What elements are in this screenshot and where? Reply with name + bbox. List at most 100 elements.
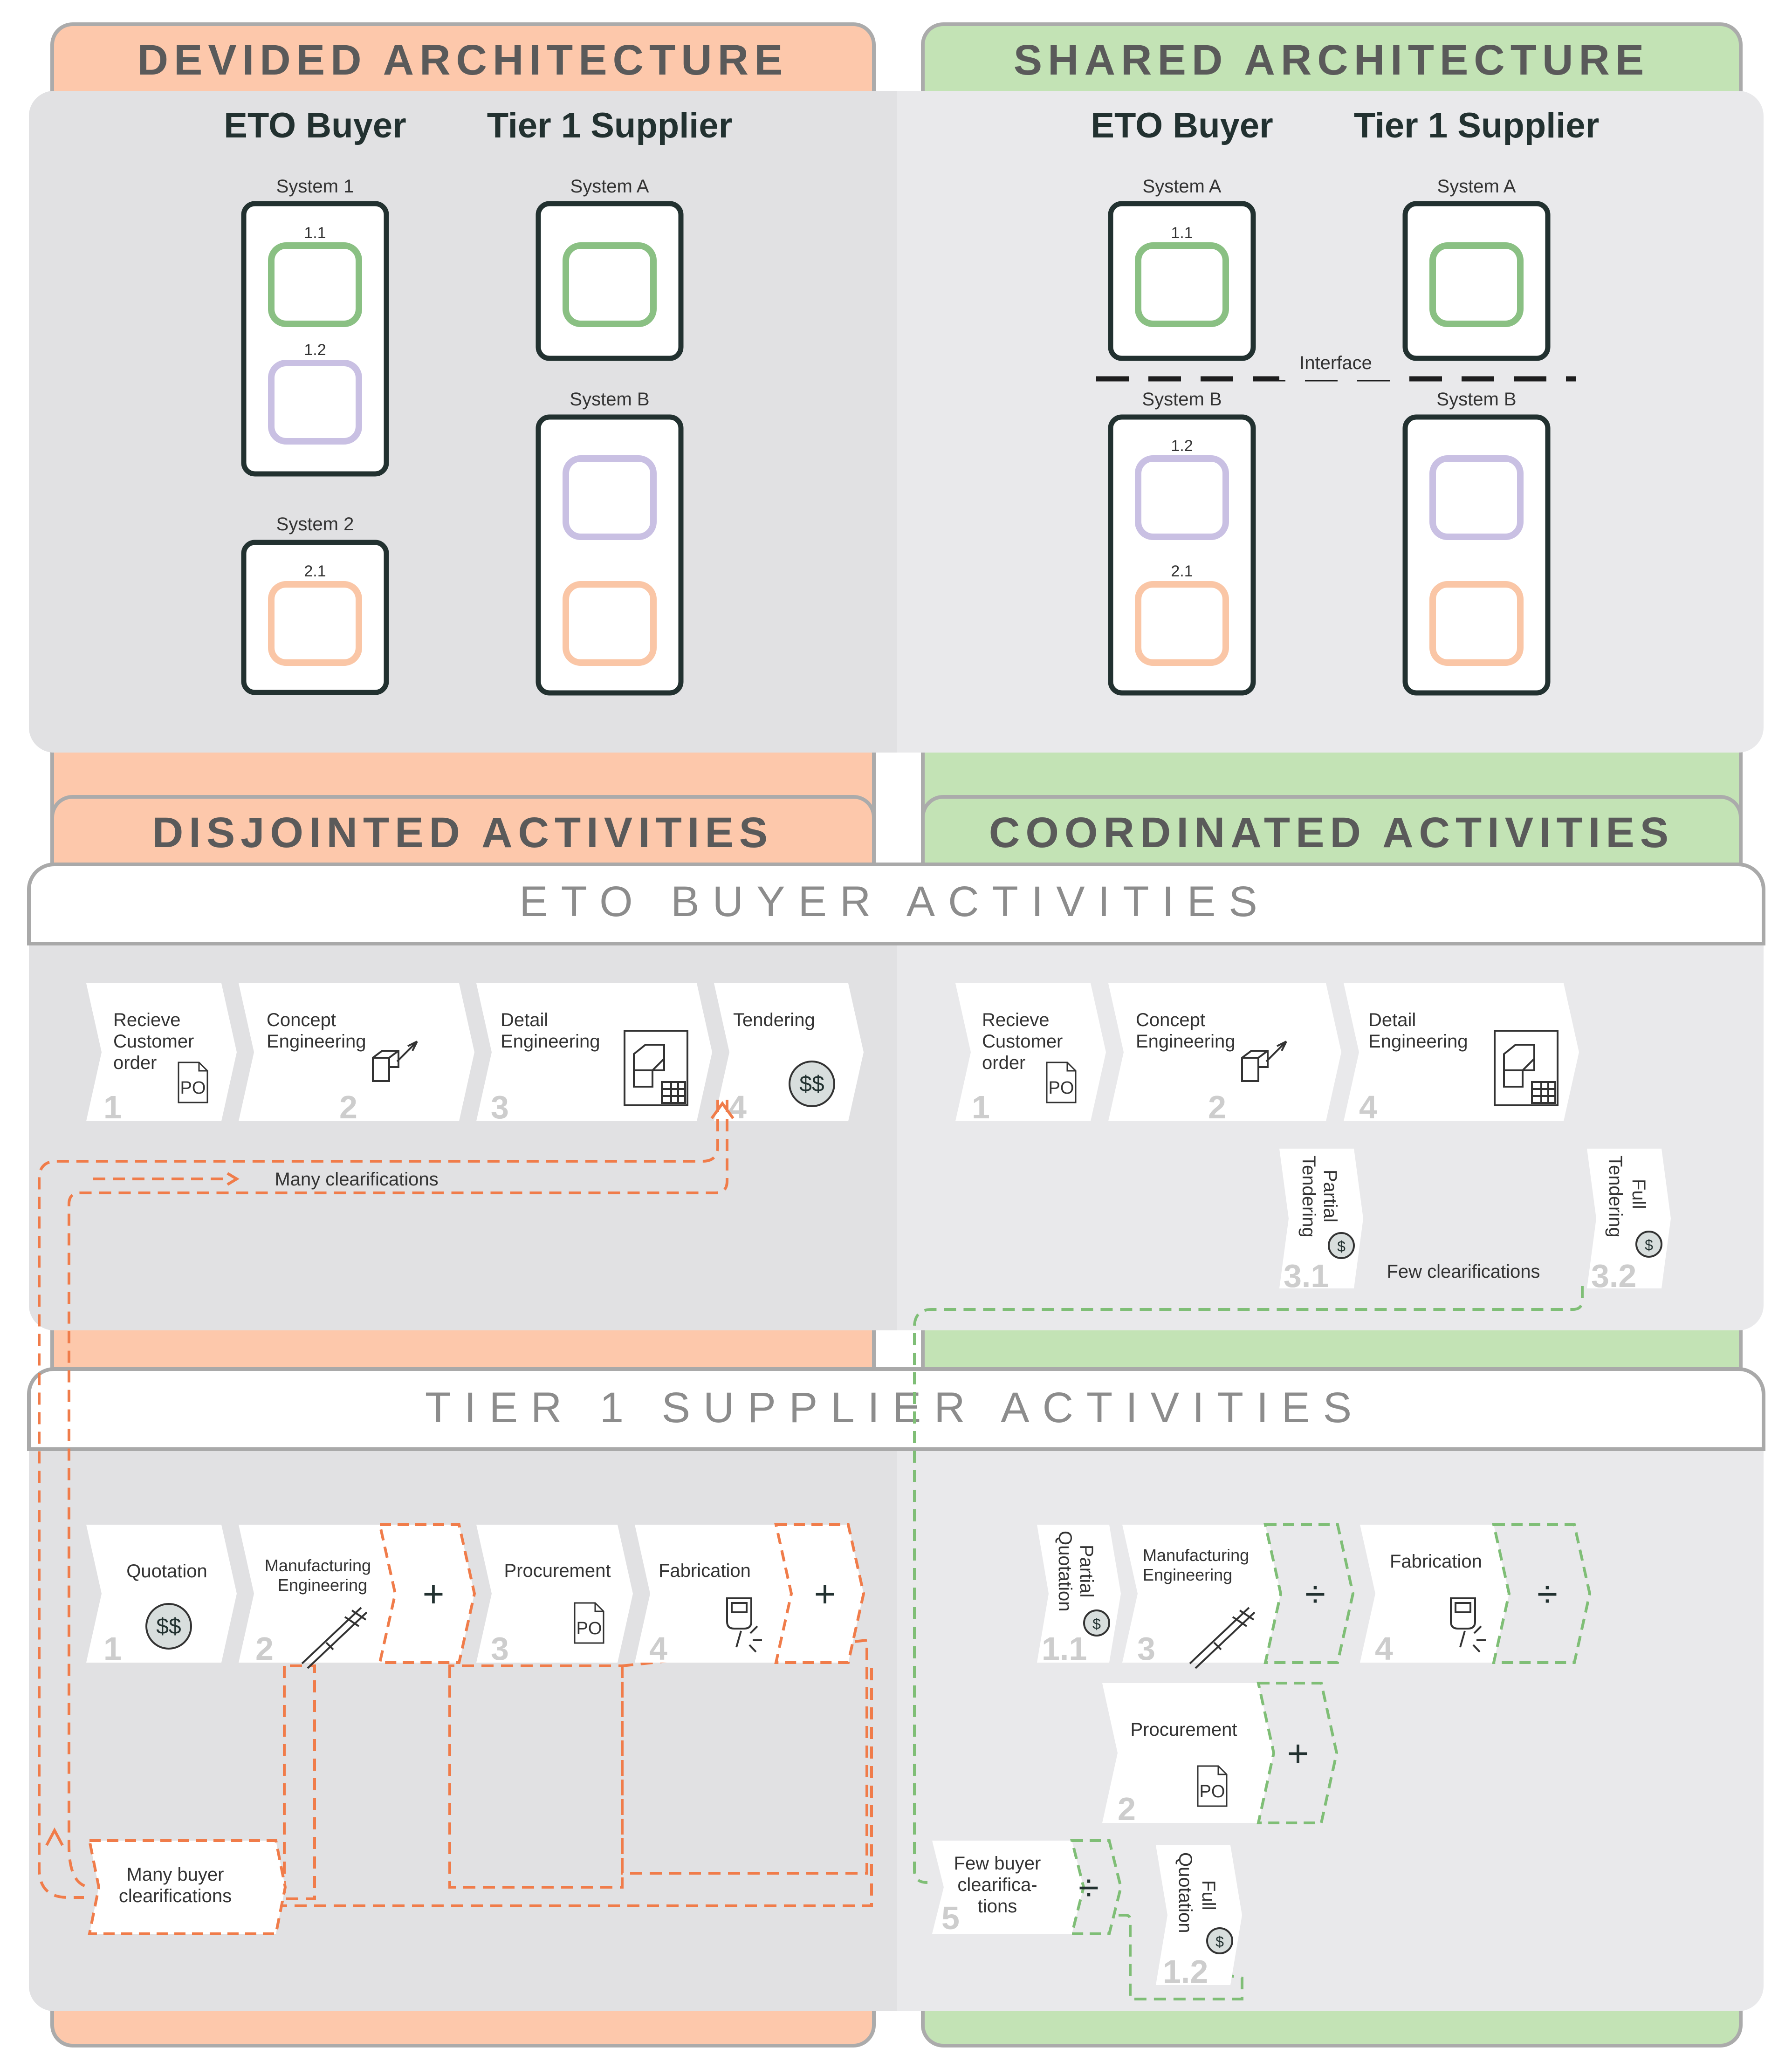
tendering-arrowhead [710,1101,735,1119]
coord-step-shape-detail-engineering [1344,983,1579,1121]
caliper-icon [1189,1607,1256,1669]
caliper-icon [301,1607,368,1669]
devided-system-2-box [241,540,389,695]
devided-module-21 [268,581,362,666]
many-clarifications-label: Many clearifications [275,1169,438,1190]
shared-module-21 [1135,581,1229,666]
step-quotation-label: Quotation [126,1561,207,1582]
dollar-coin-icon [1635,1231,1662,1258]
coordinated-activities-title: COORDINATED ACTIVITIES [989,809,1674,856]
coord-manufacturing-divide-shape [1263,1523,1355,1664]
plus-icon: + [423,1573,445,1615]
step-shape-quotation [86,1525,237,1663]
po-document-icon: PO [1197,1765,1228,1807]
divide-icon: ÷ [1305,1573,1325,1615]
devided-system-b-label: System B [570,389,649,410]
full-quotation-num: 1.2 [1163,1953,1208,1990]
interface-label-bg [1279,347,1394,380]
coord-procurement-plus-shape [1256,1682,1339,1824]
coordinated-clarification-flow [913,1286,1584,2000]
svg-text:$$: $$ [799,1072,824,1096]
cube-design-icon [372,1041,418,1082]
dollar-symbol: $ [1092,1616,1101,1632]
devided-system-b-module-peach [563,581,657,666]
blueprint-icon [624,1030,688,1106]
step-manufacturing-engineering-num: 2 [255,1630,274,1667]
buyer-activities-title: ETO BUYER ACTIVITIES [519,878,1270,925]
plus-icon: + [1287,1732,1309,1774]
supplier-activities-banner [27,1367,1765,1451]
shared-supplier-heading: Tier 1 Supplier [1354,106,1600,145]
partial-tendering-label: TenderingPartial [1298,1156,1340,1238]
devided-module-11-label: 1.1 [304,224,326,242]
dollar-coin-icon [1206,1927,1233,1954]
coord-step-procurement-num: 2 [1118,1791,1136,1827]
step-tendering-num: 4 [728,1089,747,1125]
step-fabrication-label: Fabrication [659,1561,751,1581]
plus-icon: + [814,1573,836,1615]
welding-mask-icon [1450,1597,1486,1653]
coord-step-manufacturing-num: 3 [1137,1630,1155,1667]
step-shape-concept-engineering [239,983,474,1121]
devided-module-11 [268,242,362,327]
step-detail-engineering-num: 3 [491,1089,509,1125]
partial-quotation-num: 1.1 [1042,1630,1087,1667]
devided-buyer-heading: ETO Buyer [224,106,406,145]
devided-system-b-module-purple [563,455,657,540]
many-clarifications-bg [261,1163,457,1191]
cube-design-icon [1241,1041,1287,1082]
shared-buyer-system-b-box [1108,414,1256,696]
shared-architecture-title: SHARED ARCHITECTURE [1014,36,1649,84]
dollar-symbol: $ [1337,1238,1346,1255]
step-fabrication-num: 4 [649,1630,667,1667]
shared-module-11-label: 1.1 [1171,224,1193,242]
devided-architecture-panel [29,91,897,753]
shared-buyer-heading: ETO Buyer [1091,106,1273,145]
buyer-activities-banner [27,863,1765,945]
devided-supplier-heading: Tier 1 Supplier [487,106,733,145]
devided-architecture-title: DEVIDED ARCHITECTURE [137,36,789,84]
few-buyer-clarifications-num: 5 [941,1900,960,1936]
dollar-symbol: $ [1215,1933,1224,1950]
devided-module-12-label: 1.2 [304,341,326,359]
step-procurement-num: 3 [491,1630,509,1667]
partial-quotation-label: QuotationPartial [1055,1531,1097,1611]
divide-icon: ÷ [1078,1867,1099,1908]
svg-text:PO: PO [1200,1782,1225,1801]
shared-supplier-system-b-label: System B [1436,389,1516,410]
step-shape-manufacturing-engineering [239,1525,395,1663]
devided-system-2-label: System 2 [276,514,354,534]
step-tendering-label: Tendering [733,1010,815,1030]
shared-supplier-system-b-module-purple [1429,455,1524,540]
coord-step-shape-procurement [1102,1683,1274,1823]
disjointed-activities-title: DISJOINTED ACTIVITIES [152,809,773,856]
step-shape-detail-engineering [476,983,712,1121]
return-arrowhead [45,1827,64,1846]
shared-supplier-system-a-module [1429,242,1524,327]
po-document-icon: PO [574,1602,604,1644]
devided-system-a-box [536,201,684,361]
svg-text:$$: $$ [156,1614,181,1639]
svg-text:PO: PO [1049,1078,1074,1098]
shared-module-12-label: 1.2 [1171,437,1193,455]
coord-fabrication-divide-shape [1492,1523,1592,1664]
coord-step-receive-order-num: 1 [972,1089,990,1125]
welding-mask-icon [726,1597,762,1653]
step-concept-engineering-num: 2 [339,1089,357,1125]
full-tendering-num: 3.2 [1591,1258,1636,1294]
shared-module-11 [1135,242,1229,327]
devided-system-1-box [241,201,389,477]
shared-supplier-system-a-box [1402,201,1551,361]
supplier-activities-title: TIER 1 SUPPLIER ACTIVITIES [425,1384,1365,1431]
